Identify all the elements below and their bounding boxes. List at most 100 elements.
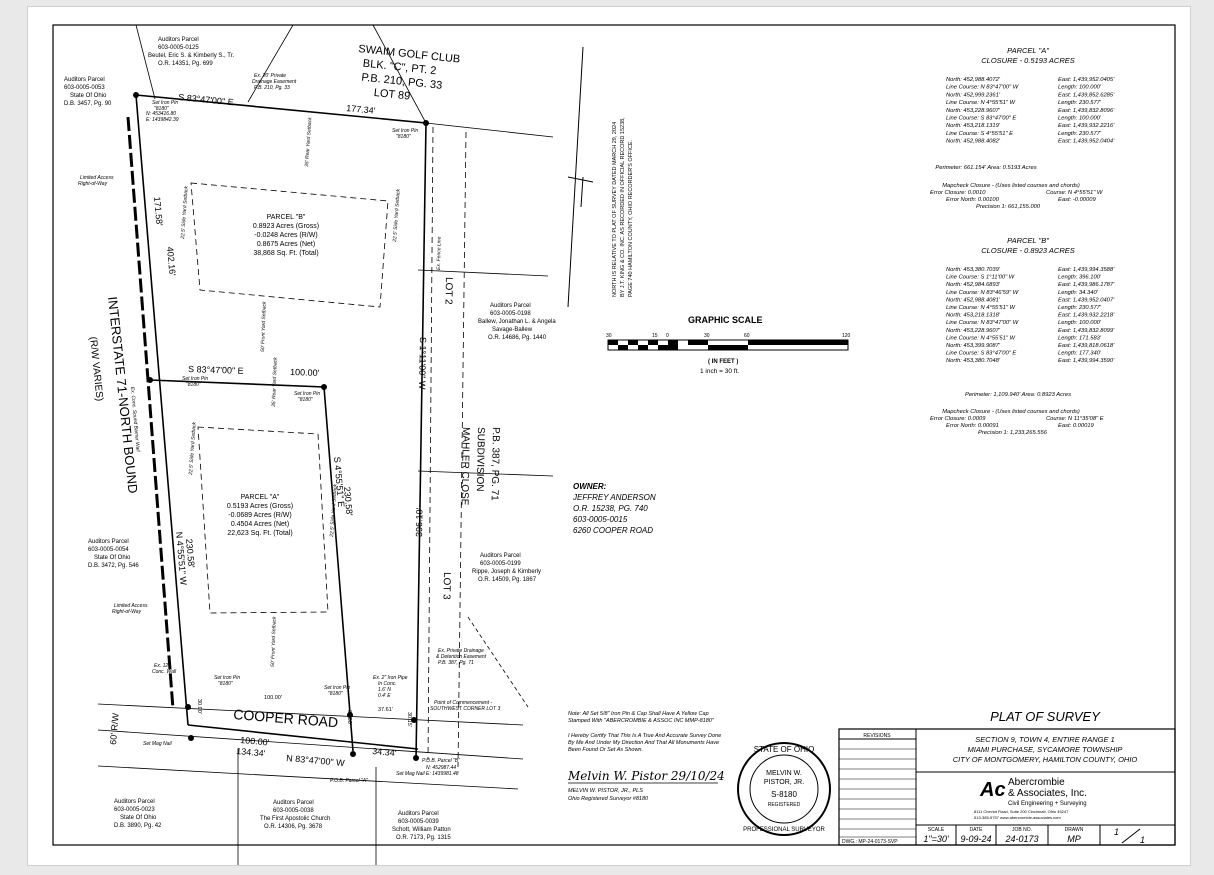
closureBrows-right-1: Length: 396.100' xyxy=(1058,275,1102,281)
setback-rear-b: 35' Rear Yard Setback xyxy=(304,117,313,167)
parcel-a-title: PARCEL "A" xyxy=(241,494,280,501)
parcel-s2-l2: 603-0005-0039 xyxy=(398,819,439,825)
north-arrow-shaft xyxy=(567,46,584,308)
cooper-road-centerline xyxy=(97,729,524,760)
iron-pipe-3: 1.6' N xyxy=(378,687,391,693)
parcel-e2-l1: Auditors Parcel xyxy=(480,553,521,559)
lot-3: LOT 3 xyxy=(441,572,452,600)
closureArows-right-5: Length: 100.000' xyxy=(1058,116,1102,122)
closure-b-e2: Course: N 11°35'08" E xyxy=(1046,416,1104,422)
parcel-b-north-east-line xyxy=(135,94,427,761)
scale-tick-30a: 30 xyxy=(606,333,612,339)
west-upper-distance: 171.58' xyxy=(152,196,165,226)
owner-name: JEFFREY ANDERSON xyxy=(572,493,656,502)
closure-b-precision: Precision 1: 1,233,265.556 xyxy=(978,430,1048,436)
lot-labels: LOT 2 LOT 3 MAHLER CLOSE SUBDIVISION P.B… xyxy=(441,277,501,600)
closureArows-right-7: Length: 230.577' xyxy=(1058,131,1102,137)
north-note: NORTH IS RELATIVE TO PLAT OF SURVEY DATE… xyxy=(612,117,634,297)
subdivision-label: SUBDIVISION xyxy=(474,427,486,492)
closure-parcel-a: PARCEL "A" CLOSURE - 0.5193 ACRES North:… xyxy=(930,46,1115,210)
drawing-border xyxy=(52,24,1176,846)
closureBrows-right-5: Length: 230.577' xyxy=(1058,305,1102,311)
scale-tick-120: 120 xyxy=(842,333,851,339)
company-tagline: Civil Engineering + Surveying xyxy=(1008,801,1087,807)
title-block xyxy=(838,728,1176,846)
closure-a-rows: North: 452,988.4072'East: 1,439,952.0405… xyxy=(946,77,1115,145)
scale-ratio: 1 inch = 30 ft. xyxy=(700,368,739,375)
closureBrows-right-6: East: 1,439,932.2218' xyxy=(1058,313,1115,319)
closureBrows-left-4: North: 452,988.4081' xyxy=(946,297,1001,303)
closureArows-left-7: Line Course: S 4°55'51" E xyxy=(946,131,1013,137)
seal-professional: PROFESSIONAL SURVEYOR xyxy=(743,827,825,833)
closureArows-right-8: East: 1,439,952.0404' xyxy=(1058,139,1115,145)
svg-text:PARCEL "A"0.5193 Acres (Gross): PARCEL "A"0.5193 Acres (Gross)-0.0689 Ac… xyxy=(227,494,293,537)
parcel-sw-l2: 603-0005-0023 xyxy=(114,807,155,813)
drain-detention-1: Ex. Private Drainage xyxy=(438,648,484,654)
parcel-a-building-envelope xyxy=(197,426,329,614)
closureArows-left-5: Line Course: S 83°47'00" E xyxy=(946,116,1016,122)
date-value: 9-09-24 xyxy=(960,834,991,844)
row-width: 60' R/W xyxy=(108,712,121,745)
setback-side-a: 22.5' Side Yard Setback xyxy=(188,421,198,476)
scale-tick-15: 15 xyxy=(652,333,658,339)
south-distance-34: 34.34' xyxy=(372,746,397,758)
closureBrows-left-12: North: 453,380.7048' xyxy=(946,358,1001,364)
parcel-w1-l4: D.B. 3457, Pg. 90 xyxy=(64,101,112,107)
pin-label-em: Set Iron Pin xyxy=(294,391,320,397)
closure-b-rows: North: 453,380.7039'East: 1,439,994.3588… xyxy=(946,267,1115,364)
pins xyxy=(133,92,429,761)
title-block-frame xyxy=(838,728,1176,846)
pin-label-sm: Set Iron Pin xyxy=(324,685,350,691)
closure-b-sub: CLOSURE - 0.8923 ACRES xyxy=(981,246,1075,255)
pin-num-ne: "8180" xyxy=(396,134,411,140)
mag-nail-label-1: Set Mag Nail xyxy=(143,741,173,747)
wall-2: Conc. Wall xyxy=(152,669,177,675)
parcel-b-title: PARCEL "B" xyxy=(267,214,306,221)
parcel-w1-l3: State Of Ohio xyxy=(70,93,107,99)
cert-note-1: Note: All Set 5/8" Iron Pin & Cap Shall … xyxy=(568,711,709,717)
east-line-distance: 396.10' xyxy=(414,507,425,537)
closureBrows-left-7: Line Course: N 83°47'00" W xyxy=(946,320,1019,326)
scale-value: 1"=30' xyxy=(923,834,948,844)
svg-text:Point of Commencement -SOUTHWE: Point of Commencement -SOUTHWEST CORNER … xyxy=(430,700,501,712)
closureBrows-left-0: North: 453,380.7039' xyxy=(946,267,1001,273)
closureBrows-right-11: Length: 177.340' xyxy=(1058,351,1102,357)
parcel-nw-l3: Beutel, Eric S. & Kimberly S., Tr. xyxy=(148,53,234,59)
lot-line-2 xyxy=(417,470,554,477)
east-line-bearing: S 1°11'00" W xyxy=(417,337,428,390)
coord-n1: N: 453416.80 xyxy=(146,111,176,117)
svg-text:Set Iron Pin"8180": Set Iron Pin"8180" xyxy=(214,675,240,687)
subdivision-name: MAHLER CLOSE xyxy=(459,427,471,506)
closureArows-right-3: Length: 230.577' xyxy=(1058,100,1102,106)
closure-b-title: PARCEL "B" xyxy=(1007,236,1049,245)
pin-label-sw: Set Iron Pin xyxy=(214,675,240,681)
pin-ne xyxy=(423,120,429,126)
seal-registered: REGISTERED xyxy=(768,802,801,808)
south-line xyxy=(187,724,419,750)
closureBrows-left-2: North: 452,984.6893' xyxy=(946,282,1001,288)
coord-e1: E: 1439842.39 xyxy=(146,117,179,123)
north-line-bearing: S 83°47'00" E xyxy=(178,92,234,107)
closure-a-perimeter: Perimeter: 661.154' Area: 0.5193 Acres xyxy=(935,165,1036,171)
bearing-labels: S 83°47'00" E 177.34' S 83°47'00" E 100.… xyxy=(152,92,428,768)
closure-b-e3: Error North: 0.00091 xyxy=(946,423,999,429)
svg-text:Set Iron Pin"8180": Set Iron Pin"8180" xyxy=(182,376,208,388)
parcel-e1-l2: 603-0005-0198 xyxy=(490,311,531,317)
golf-club-l4: LOT 89 xyxy=(373,87,411,103)
closureBrows-left-9: Line Course: N 4°55'51" W xyxy=(946,335,1015,341)
parcel-a-west-bearing: N 4°55'51" W xyxy=(174,531,189,586)
pin-num-em: "8180" xyxy=(298,397,313,403)
closureArows-left-3: Line Course: N 4°55'51" W xyxy=(946,100,1015,106)
graphic-scale-title: GRAPHIC SCALE xyxy=(688,315,763,325)
south-distance-100: 100.00' xyxy=(240,735,270,748)
parcel-sw-l3: State Of Ohio xyxy=(120,815,157,821)
svg-text:Set Iron Pin"8180": Set Iron Pin"8180" xyxy=(152,100,178,112)
parcel-e1-l1: Auditors Parcel xyxy=(490,303,531,309)
setback-side-a2: 22.5' Side Yard Setback xyxy=(329,483,339,538)
